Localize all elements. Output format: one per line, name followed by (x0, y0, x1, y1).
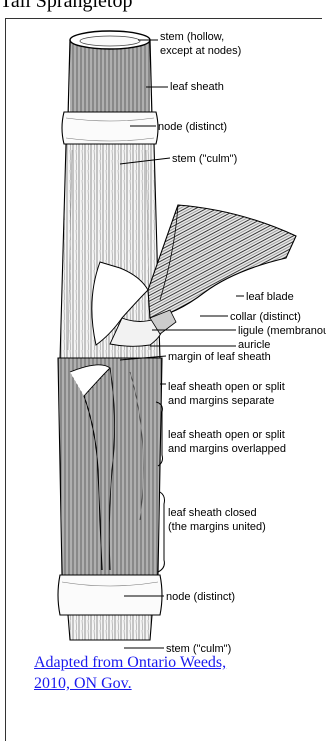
label-collar: collar (distinct) (230, 311, 301, 323)
label-node-top: node (distinct) (158, 121, 227, 133)
label-open-separate-2: and margins separate (168, 395, 274, 407)
label-margin: margin of leaf sheath (168, 351, 271, 363)
lower-sheath (58, 358, 162, 575)
label-stem-culm-top: stem ("culm") (172, 153, 237, 165)
label-stem-hollow: stem (hollow, (160, 31, 224, 43)
label-closed-2: (the margins united) (168, 521, 266, 533)
top-node (62, 112, 158, 144)
label-leaf-blade: leaf blade (246, 291, 294, 303)
source-credit-link[interactable]: Adapted from Ontario Weeds, 2010, ON Gov… (34, 652, 294, 694)
label-stem-hollow-2: except at nodes) (160, 45, 241, 57)
label-ligule: ligule (membranous (238, 325, 326, 337)
label-node-bottom: node (distinct) (166, 591, 235, 603)
label-open-overlap: leaf sheath open or split (168, 429, 285, 441)
credit-line-1[interactable]: Adapted from Ontario Weeds, (34, 654, 226, 671)
bottom-node (58, 575, 162, 615)
label-auricle: auricle (238, 339, 270, 351)
credit-line-2[interactable]: 2010, ON Gov. (34, 675, 132, 692)
upper-stem (68, 31, 152, 118)
lower-stem (68, 615, 152, 640)
label-closed: leaf sheath closed (168, 507, 257, 519)
label-open-separate: leaf sheath open or split (168, 381, 285, 393)
label-leaf-sheath: leaf sheath (170, 81, 224, 93)
label-open-overlap-2: and margins overlapped (168, 443, 286, 455)
